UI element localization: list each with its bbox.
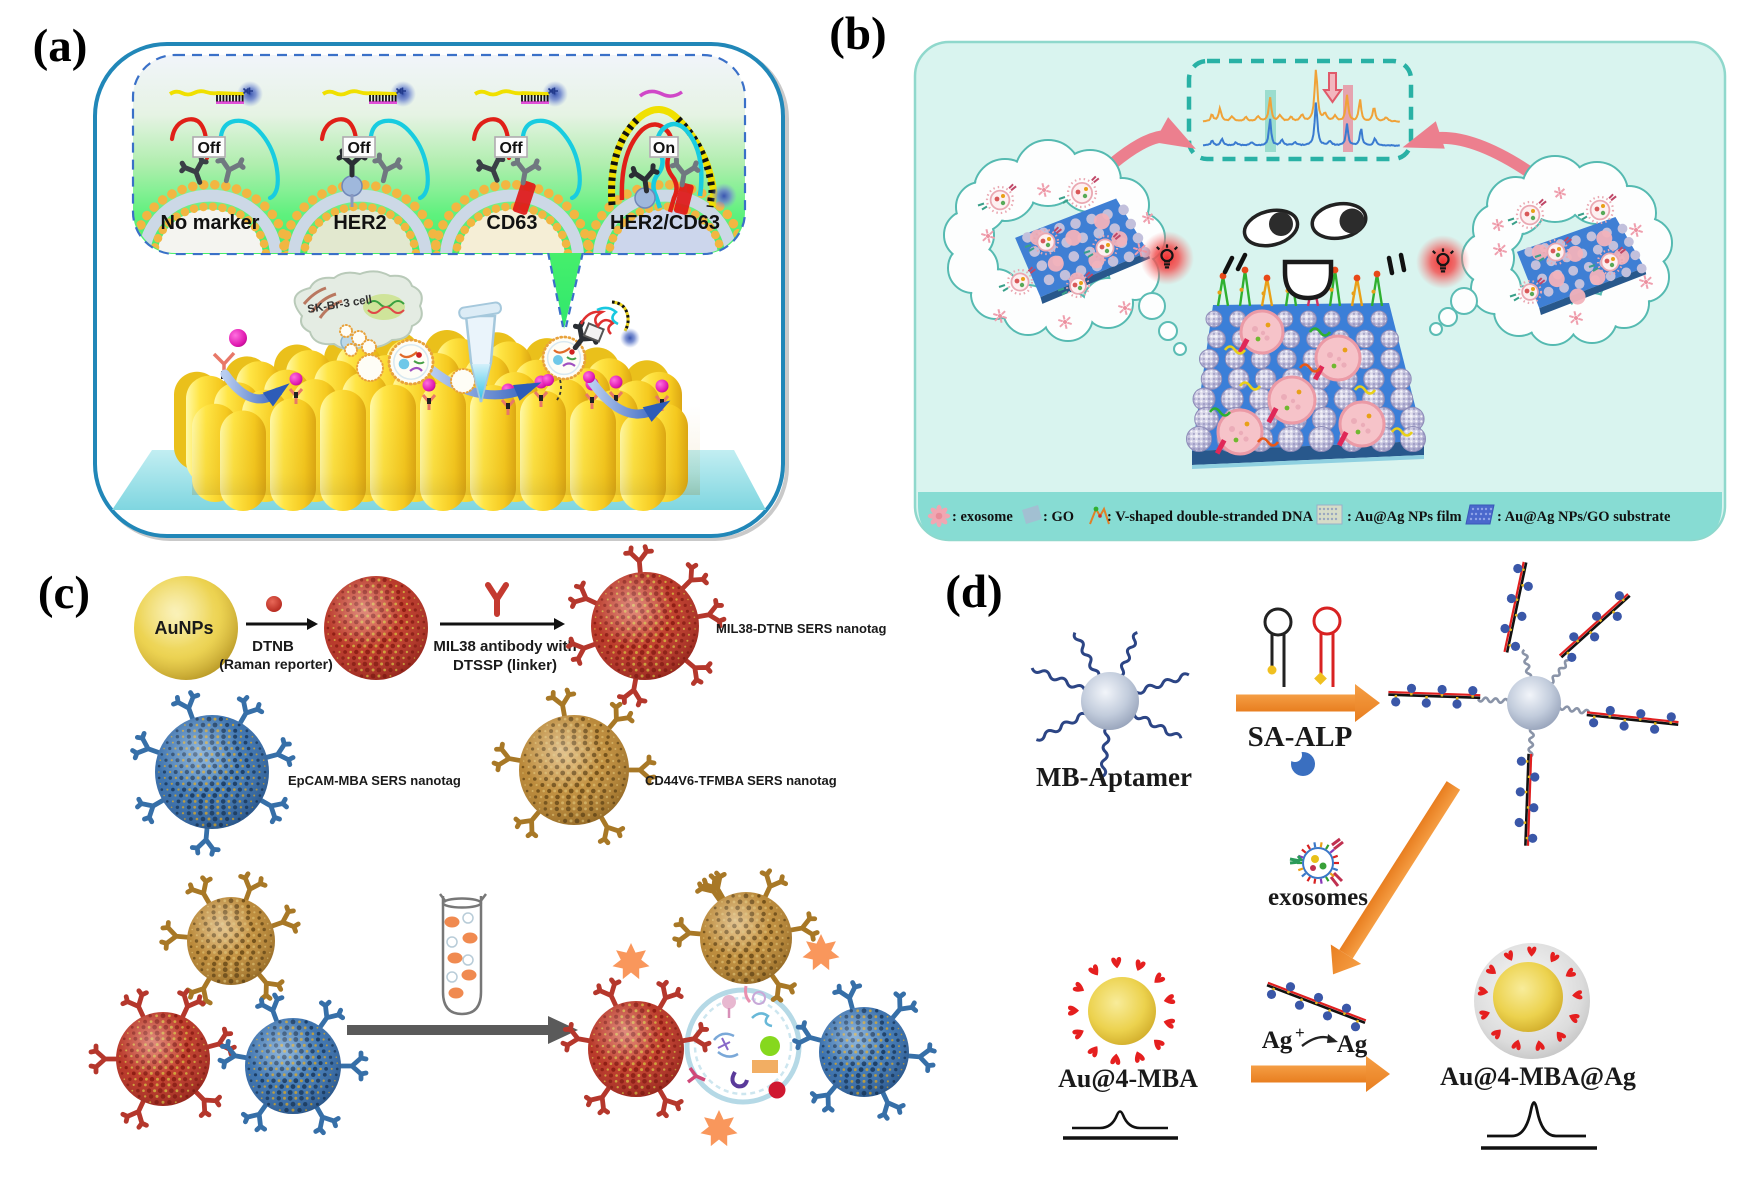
svg-text:(c): (c) [38,567,90,619]
svg-text:Ag: Ag [1337,1031,1368,1058]
svg-text:MB-Aptamer: MB-Aptamer [1036,762,1192,792]
svg-text:Off: Off [347,140,371,157]
svg-text:AuNPs: AuNPs [154,618,213,638]
svg-text:Au@4-MBA: Au@4-MBA [1058,1064,1198,1093]
svg-text:+: + [1295,1023,1305,1042]
svg-text:: V-shaped double-stranded DNA: : V-shaped double-stranded DNA [1107,509,1314,525]
svg-text:: exosome: : exosome [952,509,1013,525]
svg-text:MIL38-DTNB SERS nanotag: MIL38-DTNB SERS nanotag [716,621,887,636]
svg-text:(a): (a) [33,20,88,72]
svg-text:Off: Off [197,140,221,157]
svg-text:MIL38 antibody with: MIL38 antibody with [433,638,576,655]
svg-text:EpCAM-MBA SERS nanotag: EpCAM-MBA SERS nanotag [288,773,461,788]
svg-text:(Raman reporter): (Raman reporter) [219,656,333,672]
svg-text:exosomes: exosomes [1268,884,1368,911]
svg-text:(b): (b) [829,8,886,60]
svg-text:: Au@Ag NPs/GO substrate: : Au@Ag NPs/GO substrate [1497,509,1671,525]
svg-text:Off: Off [499,140,523,157]
svg-text:HER2/CD63: HER2/CD63 [610,212,720,234]
svg-text:SA-ALP: SA-ALP [1248,721,1353,753]
svg-text:No marker: No marker [161,212,260,234]
svg-text:DTSSP (linker): DTSSP (linker) [453,657,557,674]
svg-text:: Au@Ag NPs film: : Au@Ag NPs film [1347,509,1462,525]
svg-text:On: On [653,140,675,157]
svg-text:HER2: HER2 [333,212,386,234]
svg-text:Au@4-MBA@Ag: Au@4-MBA@Ag [1440,1062,1636,1091]
svg-text:: GO: : GO [1043,509,1074,525]
svg-text:CD63: CD63 [486,212,537,234]
svg-text:(d): (d) [945,566,1002,618]
svg-text:CD44V6-TFMBA SERS nanotag: CD44V6-TFMBA SERS nanotag [645,773,837,788]
svg-text:DTNB: DTNB [252,638,294,655]
svg-text:Ag: Ag [1262,1027,1293,1054]
